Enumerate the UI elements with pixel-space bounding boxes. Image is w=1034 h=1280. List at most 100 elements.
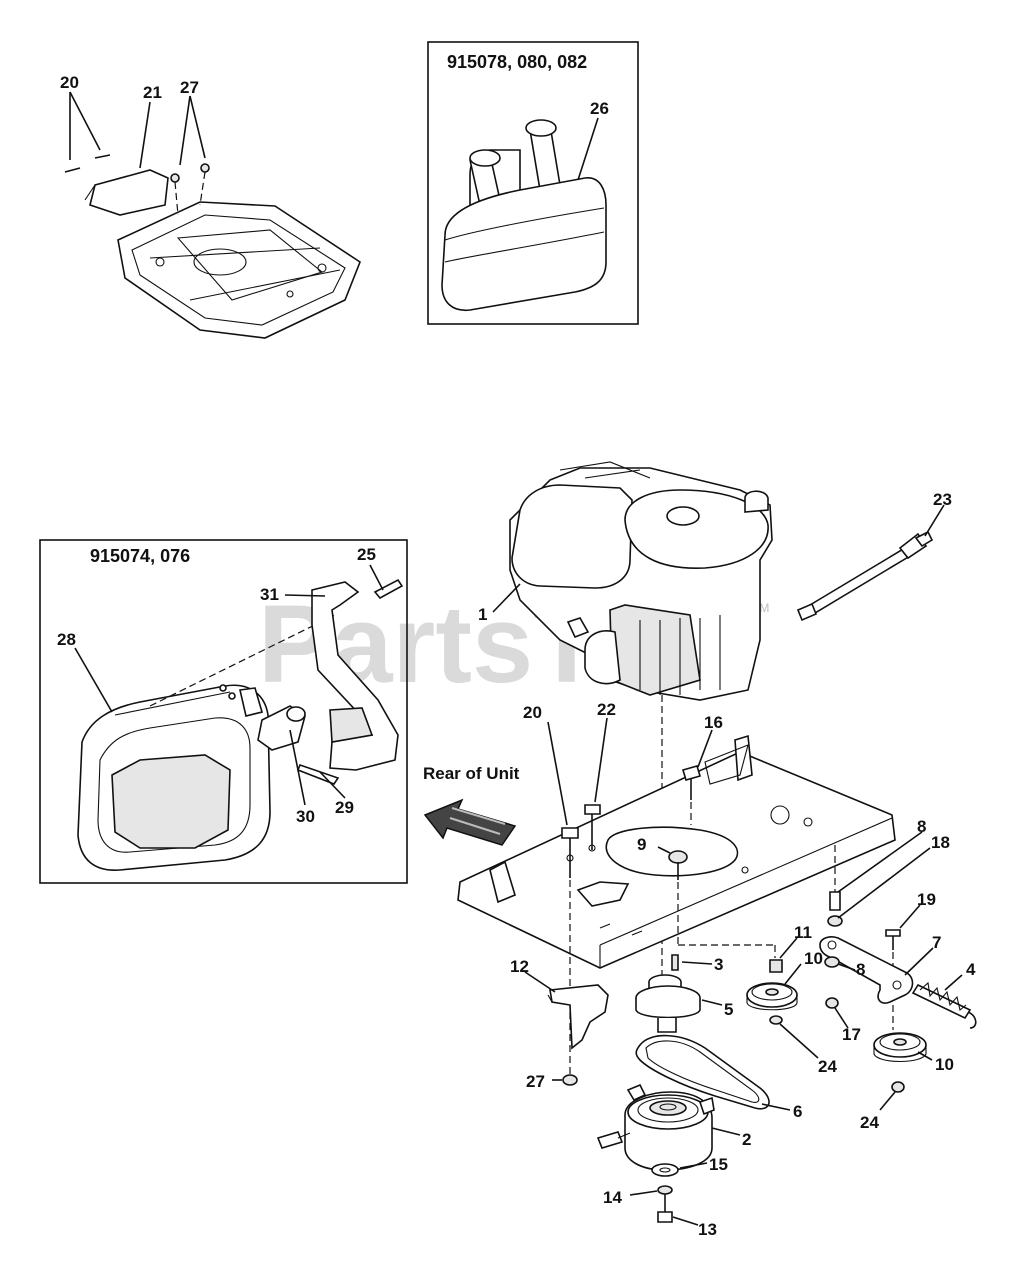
callout-14: 14: [603, 1188, 622, 1207]
bolt-13: [657, 1194, 673, 1223]
idler-pulley-10a: [746, 982, 798, 1011]
callout-9: 8: [917, 817, 926, 836]
engine-pulley-5: [635, 974, 701, 1033]
nut-17: [825, 997, 839, 1009]
engine-1: [509, 461, 773, 701]
callout-leaders-box-left: [74, 564, 384, 806]
leader-13: [672, 1216, 699, 1226]
leader-26: [577, 117, 599, 181]
bolt-19: [885, 929, 901, 950]
callout-8: 8: [856, 960, 865, 979]
leader-15: [679, 1162, 708, 1169]
rear-of-unit-label: Rear of Unit: [423, 764, 520, 783]
bracket-21: [84, 169, 169, 216]
callout-20: 20: [60, 73, 79, 92]
callout-21: 21: [143, 83, 162, 102]
washer-15-hole: [659, 1167, 671, 1173]
leader-2: [711, 1127, 741, 1136]
callout-11: 11: [794, 923, 812, 942]
spacer-11: [769, 959, 783, 973]
clutch-2: [596, 1083, 715, 1171]
callout-10: 10: [804, 949, 823, 968]
bracket-31: [311, 581, 399, 771]
callout-20: 20: [523, 703, 542, 722]
leader-10b: [917, 1051, 933, 1061]
idler-pulley-10b: [873, 1032, 927, 1062]
leader-3: [681, 961, 713, 965]
leader-14: [629, 1190, 658, 1196]
washer-15: [651, 1163, 679, 1177]
screws-20-27: [64, 154, 210, 216]
washer-14: [657, 1185, 673, 1195]
callout-24: 24: [818, 1057, 837, 1076]
leader-17: [834, 1007, 849, 1029]
callout-6: 6: [793, 1102, 802, 1121]
leader-8b: [837, 963, 856, 971]
bolt-20: [561, 827, 579, 878]
nut-24a: [769, 1015, 783, 1025]
callout-leaders-top-left: [69, 91, 206, 169]
seat-pan-assembly: [117, 201, 361, 339]
callout-27: 27: [180, 78, 199, 97]
callout-7: 7: [932, 933, 941, 952]
muffler-26: [441, 119, 607, 311]
callout-29: 29: [335, 798, 354, 817]
small-parts-box: [219, 684, 340, 785]
callout-22: 22: [597, 700, 616, 719]
leader-19: [899, 904, 921, 929]
leader-12: [944, 974, 963, 991]
pin-3: [671, 954, 679, 971]
fuel-line-23: [796, 530, 934, 622]
callout-10: 10: [935, 1055, 954, 1074]
box-915074: [39, 539, 408, 884]
callout-25: 25: [357, 545, 376, 564]
bolt-18: [668, 850, 688, 880]
rear-arrow-icon: [423, 798, 517, 846]
callout-16: 16: [704, 713, 723, 732]
leader-10a: [784, 963, 802, 985]
leader-7: [904, 947, 934, 976]
callout-13: 13: [698, 1220, 717, 1239]
leader-24b: [879, 1091, 896, 1111]
muffler-28: [77, 684, 271, 871]
bolt-16: [682, 765, 701, 800]
dash-28: [149, 614, 336, 707]
callout-19: 19: [917, 890, 936, 909]
leader-4: [524, 971, 556, 993]
idler-arm-7: [819, 936, 914, 1004]
callout-23: 23: [933, 490, 952, 509]
callout-26: 26: [590, 99, 609, 118]
callout-leaders-bolts: [547, 717, 713, 854]
screw-25: [373, 578, 404, 600]
leader-11: [779, 937, 798, 959]
callout-3: 3: [714, 955, 723, 974]
box-915074-title: 915074, 076: [90, 546, 190, 566]
leader-8a: [837, 847, 931, 919]
nut-24b: [891, 1081, 905, 1093]
callout-31: 31: [260, 585, 279, 604]
callout-1: 1: [478, 605, 487, 624]
leader-6: [761, 1103, 791, 1111]
leader-9: [837, 831, 923, 893]
nut-27b: [562, 1074, 578, 1086]
bracket-4: [547, 984, 609, 1050]
callout-8: 18: [931, 833, 950, 852]
belt-6: [635, 1034, 770, 1110]
leader-5: [701, 999, 723, 1006]
callout-18: 9: [637, 835, 646, 854]
leader-23: [924, 504, 945, 537]
callout-12: 4: [966, 960, 976, 979]
callout-15: 15: [709, 1155, 728, 1174]
bolt-22: [584, 804, 601, 850]
callout-5: 5: [724, 1000, 733, 1019]
callout-17: 17: [842, 1025, 861, 1044]
leader-1: [492, 583, 521, 613]
callout-30: 30: [296, 807, 315, 826]
spring-12: [911, 981, 977, 1029]
callout-4: 12: [510, 957, 529, 976]
callout-24: 24: [860, 1113, 879, 1132]
callout-27: 27: [526, 1072, 545, 1091]
nut-8b: [824, 956, 840, 968]
leader-24a: [779, 1023, 819, 1059]
